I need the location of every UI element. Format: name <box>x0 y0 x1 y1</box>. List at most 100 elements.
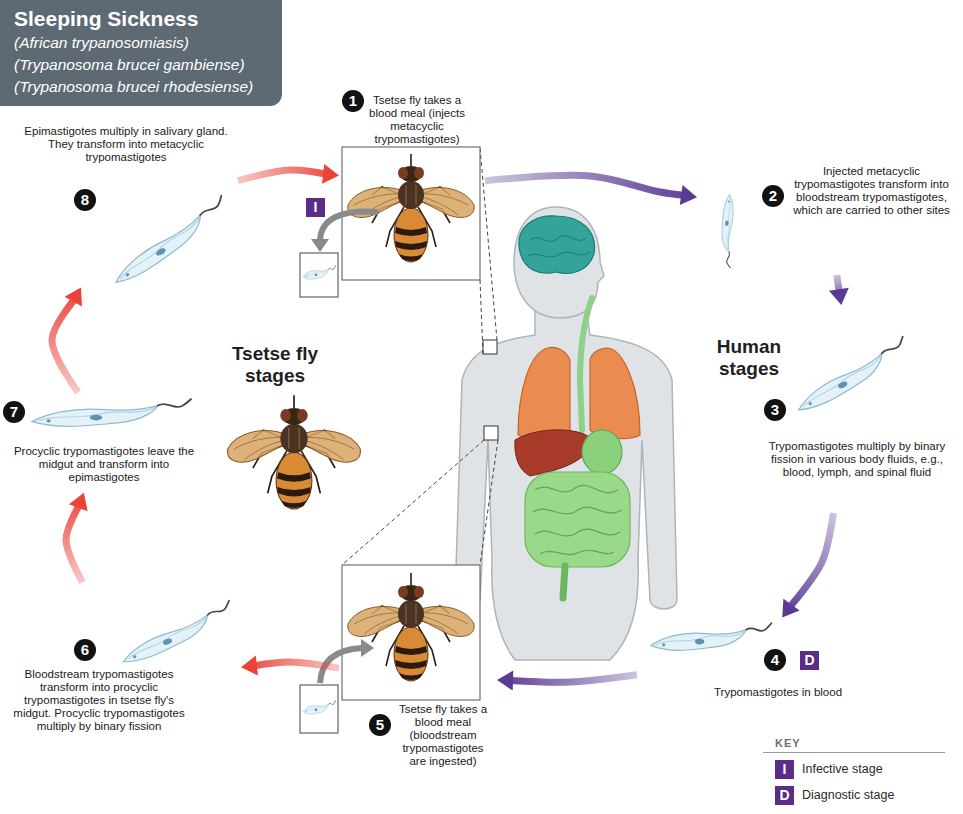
cycle-arrow <box>485 175 683 195</box>
human-figure <box>580 298 592 430</box>
human-figure <box>455 300 677 660</box>
key-panel: KEY I Infective stageD Diagnostic stage <box>757 733 963 811</box>
arrow-head <box>782 599 799 618</box>
cycle-arrow <box>66 506 82 582</box>
stage-description: Bloodstream trypomastigotes transform in… <box>5 668 193 733</box>
stage-node: 7Procyclic trypomastigotes leave the mid… <box>3 395 203 490</box>
stage-description: Tsetse fly takes a blood meal (injects m… <box>360 94 474 146</box>
human-figure <box>528 236 590 257</box>
trypanosome <box>105 196 235 287</box>
legend-swatch: D <box>775 786 794 805</box>
stage-description: Trypomastigotes multiply by binary fissi… <box>757 440 957 479</box>
stage-badge: I <box>306 198 325 217</box>
human-figure <box>484 426 498 440</box>
cycle-arrow <box>52 300 78 392</box>
transfer-arrow <box>361 639 374 657</box>
panel-slot: I Infective stageD Diagnostic stage <box>763 759 963 805</box>
stage-node: 5Tsetse fly takes a blood meal (bloodstr… <box>342 563 494 793</box>
stage-description: Trypomastigotes in blood <box>698 686 858 699</box>
leader-line <box>342 440 484 565</box>
transfer-arrow <box>311 239 329 252</box>
human-figure <box>515 430 592 476</box>
fly-illustration <box>227 395 360 509</box>
cycle-arrow <box>829 275 849 305</box>
cycle-arrow <box>790 513 833 606</box>
panel-slot: KEY <box>763 733 963 753</box>
panel-slot: Sleeping Sickness(African trypanosomiasi… <box>14 6 268 98</box>
cycle-arrow <box>485 175 697 205</box>
trypanosome <box>32 194 914 666</box>
callout-number: 3 <box>764 399 786 421</box>
callout-number: 6 <box>74 639 96 661</box>
legend-label: Diagnostic stage <box>802 788 894 802</box>
human-figure <box>563 566 565 598</box>
human-figure <box>525 472 630 567</box>
arrow-head <box>65 288 83 307</box>
legend-item: I Infective stage <box>775 759 963 779</box>
human-figure <box>519 216 595 274</box>
trypanosome <box>32 399 191 426</box>
stage-description: Procyclic trypomastigotes leave the midg… <box>8 445 200 484</box>
stage-description: Tsetse fly takes a blood meal (bloodstre… <box>393 703 493 768</box>
cycle-arrow <box>241 656 339 676</box>
fly-illustration <box>348 573 474 681</box>
cycle-arrow <box>837 275 840 291</box>
transfer-arrow <box>320 212 378 240</box>
human-figure <box>590 348 640 439</box>
cycle-arrow <box>497 671 637 691</box>
human-figure <box>455 207 677 660</box>
arrow-head <box>680 185 697 205</box>
stage-node: 8 Epimastigotes multiply in salivary glan… <box>20 122 235 285</box>
stage-node: 2Injected metacyclic trypomastigotes tra… <box>700 160 955 272</box>
arrow-head <box>829 288 849 305</box>
stage-node: 6Bloodstream trypomastigotes transform i… <box>3 585 238 775</box>
arrow-head <box>497 671 513 691</box>
human-figure <box>533 485 622 554</box>
fly-illustration <box>342 565 480 700</box>
key-heading: KEY <box>763 733 945 753</box>
stage-node: 3Trypomastigotes multiply by binary fiss… <box>755 308 960 510</box>
inset-box <box>300 685 338 733</box>
section-label: Human stages <box>703 336 795 380</box>
diagram-title: Sleeping Sickness <box>14 6 268 32</box>
stage-description: Epimastigotes multiply in salivary gland… <box>20 125 232 164</box>
inset-box <box>303 701 336 715</box>
stage-node: 4Trypomastigotes in blood <box>640 620 860 705</box>
cycle-arrow <box>52 288 82 393</box>
stage-node: 1Tsetse fly takes a blood meal (injects … <box>342 86 482 282</box>
legend-label: Infective stage <box>802 762 883 776</box>
cycle-arrow <box>511 675 637 682</box>
subtitle: (Trypanosoma brucei rhodesiense) <box>14 76 268 98</box>
cycle-arrow <box>238 170 325 181</box>
subtitle: (Trypanosoma brucei gambiense) <box>14 54 268 76</box>
trypanosome <box>714 194 743 268</box>
cycle-arrow <box>782 513 833 618</box>
callout-number: 1 <box>342 90 364 112</box>
callout-number: 5 <box>369 714 391 736</box>
fly-illustration <box>348 154 474 262</box>
leader-line <box>480 280 483 354</box>
legend-item: D Diagnostic stage <box>775 785 963 805</box>
legend-swatch: I <box>775 760 794 779</box>
human-figure <box>483 340 497 354</box>
transfer-arrow <box>311 212 378 683</box>
arrow-head <box>322 164 339 184</box>
cycle-arrow <box>66 493 88 582</box>
human-figure <box>582 430 622 474</box>
callout-number: 8 <box>74 189 96 211</box>
callout-number: 2 <box>762 185 784 207</box>
trypanosome <box>651 623 771 650</box>
key-badge: D <box>775 786 794 805</box>
title-panel: Sleeping Sickness(African trypanosomiasi… <box>0 0 282 106</box>
trypanosome <box>116 601 238 666</box>
human-figure <box>518 348 570 438</box>
leader-line <box>480 440 498 565</box>
subtitle: (African trypanosomiasis) <box>14 32 268 54</box>
inset-box <box>300 253 338 297</box>
arrow-head <box>69 493 88 512</box>
arrow-head <box>241 656 258 676</box>
stage-badge: D <box>800 651 819 670</box>
cycle-arrow <box>255 662 339 668</box>
